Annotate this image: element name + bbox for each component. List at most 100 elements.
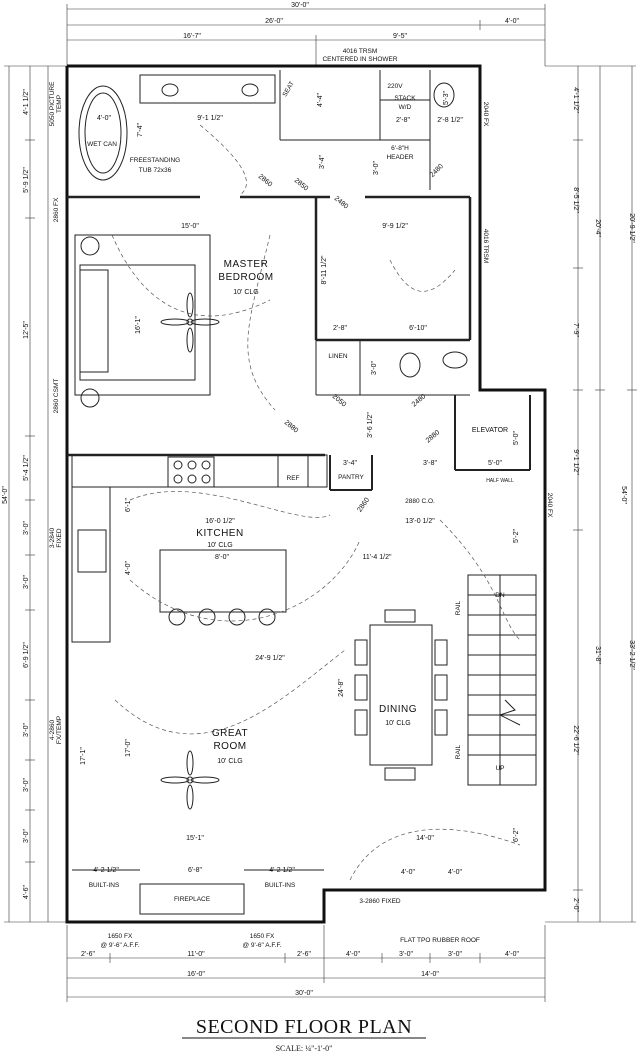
dim-right-11: 33'-2 1/2" [628, 640, 635, 670]
drawing-title: SECOND FLOOR PLAN [196, 1016, 412, 1038]
note-shower-center: CENTERED IN SHOWER [322, 56, 397, 63]
window-right-3: 2040 FX [546, 493, 553, 518]
dim-top-right: 4'-0" [505, 18, 519, 25]
dim-top-overall: 30'-0" [291, 2, 309, 9]
dim-inner: 4'-4" [317, 93, 324, 107]
dim-left-6: 3'-0" [23, 575, 30, 589]
dim-inner: 15'-1" [186, 835, 204, 842]
dim-inner: 24'-8" [338, 679, 345, 697]
dim-right-10: 20'-9 1/2" [628, 213, 635, 243]
dim-right-6: 31'-8" [594, 646, 601, 664]
top-dimension-lines [66, 4, 546, 66]
window-left-2: 2860 FX [53, 197, 60, 222]
room-dining: DINING [379, 704, 417, 715]
room-pantry: PANTRY [338, 474, 364, 481]
dim-inner: 5'-2" [513, 529, 520, 543]
dim-inner: 2'-8 1/2" [437, 117, 463, 124]
dim-inner: 2'-8" [396, 117, 410, 124]
dim-inner: 2'-8" [333, 325, 347, 332]
room-linen: LINEN [328, 353, 347, 360]
dim-right-5: 9'-1 1/2" [572, 449, 579, 475]
dim-bottom-6: 3'-0" [448, 951, 462, 958]
note-up: UP [495, 765, 504, 772]
dim-bottom-5: 3'-0" [399, 951, 413, 958]
room-kitchen: KITCHEN [196, 528, 243, 539]
note-wet-can: WET CAN [87, 141, 117, 148]
dim-right-7: 22'-6 1/2" [572, 725, 579, 755]
note-aff-right-1: 1650 FX [250, 933, 275, 940]
dim-left-overall: 54'-0" [2, 486, 9, 504]
dim-left-5: 3'-0" [23, 521, 30, 535]
dim-inner: 5'-3" [443, 91, 450, 105]
dim-left-11: 4'-6" [23, 885, 30, 899]
dim-inner: 3'-4" [319, 155, 326, 169]
note-header-1: 6'-8"H [391, 145, 409, 152]
dim-inner: 2480 [333, 195, 350, 210]
dim-inner: 8'-11 1/2" [321, 255, 328, 285]
dim-inner: 16'-0 1/2" [205, 518, 235, 525]
room-great-room-l1: GREAT [212, 728, 248, 739]
window-left-5: 4-2860 [49, 720, 56, 741]
dim-inner: 24'-9 1/2" [255, 655, 285, 662]
note-flat-roof: FLAT TPO RUBBER ROOF [400, 937, 480, 944]
dim-inner: 5'-0" [513, 431, 520, 445]
dim-top-house: 26'-0" [265, 18, 283, 25]
ceiling-fan-icon [160, 750, 220, 810]
note-tub-2: TUB 72x36 [139, 167, 172, 174]
dim-inner: 2480 [429, 163, 445, 179]
dim-inner: 3'-4" [343, 460, 357, 467]
room-master-bedroom-l2: BEDROOM [218, 272, 273, 283]
dim-inner: 6'-1" [125, 498, 132, 512]
dim-inner: 14'-0" [416, 835, 434, 842]
label-stack: STACK [394, 95, 416, 102]
dim-left-2: 5'-9 1/2" [23, 167, 30, 193]
dim-inner: 3'-0" [371, 361, 378, 375]
dim-inner: 9'-1 1/2" [197, 115, 223, 122]
dim-inner: 6'-10" [409, 325, 427, 332]
dim-bottom-1: 2'-6" [81, 951, 95, 958]
dim-inner: 6'-8" [188, 867, 202, 874]
dim-bottom-3: 2'-6" [297, 951, 311, 958]
dim-right-2: 8'-5 1/2" [572, 187, 579, 213]
dim-left-9: 3'-0" [23, 778, 30, 792]
dim-left-4: 5'-4 1/2" [23, 455, 30, 481]
dim-inner: 4'-0" [401, 869, 415, 876]
window-left-3: 2860 CSMT [53, 379, 60, 414]
dim-inner: 2880 [425, 429, 442, 444]
drawing-scale: SCALE: ¼"-1'-0" [276, 1044, 333, 1053]
dim-bottom-2: 11'-0" [187, 951, 205, 958]
note-rail-top: RAIL [455, 600, 462, 615]
room-great-room-clg: 10' CLG [217, 758, 242, 765]
stair-treads [468, 575, 536, 785]
dim-left-3: 12'-5" [23, 321, 30, 339]
window-left-5b: FX/TEMP [56, 716, 63, 744]
room-great-room-l2: ROOM [213, 741, 246, 752]
dim-top-right-seg: 9'-5" [393, 33, 407, 40]
window-left-4b: FIXED [56, 528, 63, 547]
dim-right-1: 4'-1 1/2" [572, 87, 579, 113]
room-master-bedroom-clg: 10' CLG [233, 289, 258, 296]
dim-inner: 16'-1" [135, 316, 142, 334]
dim-left-7: 6'-9 1/2" [23, 642, 30, 668]
room-fireplace: FIREPLACE [174, 896, 211, 903]
furniture [74, 74, 468, 781]
electrical-runs [111, 124, 521, 881]
note-aff-left-1: 1650 FX [108, 933, 133, 940]
dim-left-1: 4'-1 1/2" [23, 89, 30, 115]
dim-right-8: 2'-0" [572, 898, 579, 912]
ceiling-fan-icon [160, 292, 220, 353]
note-header-2: HEADER [386, 154, 413, 161]
note-seat: SEAT [282, 80, 296, 98]
window-right-1: 2040 FX [482, 102, 489, 127]
dim-left-8: 3'-0" [23, 723, 30, 737]
dim-inner: 17'-0" [125, 739, 132, 757]
dim-inner: 2860 [356, 497, 371, 514]
dim-inner: 4'-2 1/2" [93, 867, 119, 874]
interior-walls [67, 70, 537, 915]
dim-left-10: 3'-0" [23, 829, 30, 843]
dim-inner: 4'-0" [97, 115, 111, 122]
window-left-1: 5050 PICTURE [49, 81, 56, 126]
window-right-2: 4016 TRSM [482, 229, 489, 264]
dim-inner: 6'-2" [513, 828, 520, 842]
